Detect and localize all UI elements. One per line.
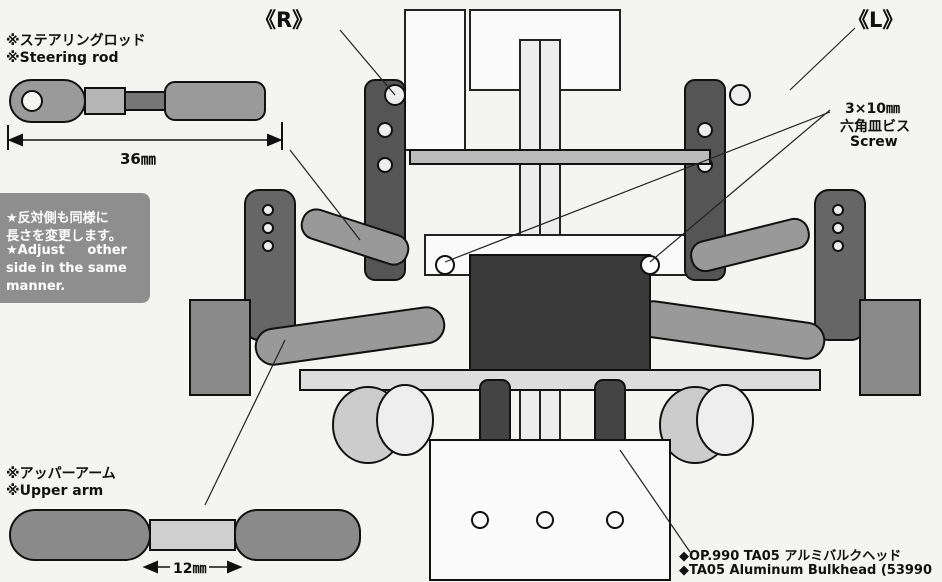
steering-rod-illustration	[7, 79, 283, 150]
screw-name-jp: 六角皿ビス	[840, 119, 910, 135]
bulkhead	[299, 254, 821, 451]
knuckle-left-side	[684, 79, 921, 396]
adjust-note-box: ★反対側も同様に 長さを変更します。 ★Adjust other side in…	[0, 193, 150, 303]
steering-rod-dimension: 36㎜	[120, 150, 156, 168]
steering-rods-installed	[300, 149, 810, 273]
screw-name-en: Screw	[850, 134, 898, 150]
knuckle-right-side	[189, 79, 406, 396]
note-line-5: manner.	[6, 279, 66, 294]
damper-stacks	[332, 384, 754, 464]
note-line-2: 長さを変更します。	[6, 229, 122, 244]
note-line-3: ★Adjust other	[6, 243, 127, 258]
steering-rod-label-en: ※Steering rod	[6, 50, 119, 66]
option-part-en: ◆TA05 Aluminum Bulkhead (53990	[679, 563, 932, 578]
note-line-1: ★反対側も同様に	[6, 211, 109, 226]
steering-rod-label-jp: ※ステアリングロッド	[6, 33, 146, 49]
left-side-label: 《L》	[848, 8, 904, 32]
leader-lines	[204, 27, 856, 553]
upper-arm-illustration	[9, 509, 361, 574]
lower-plate	[429, 439, 671, 581]
upper-arm-label-jp: ※アッパーアーム	[6, 466, 116, 482]
upper-arm-label-en: ※Upper arm	[6, 483, 104, 499]
right-side-label: 《R》	[255, 8, 314, 32]
option-part-jp: ◆OP.990 TA05 アルミバルクヘッド	[679, 549, 902, 564]
upper-arm-dimension: 12㎜	[170, 558, 210, 578]
screw-size: 3×10㎜	[845, 101, 900, 117]
note-line-4: side in the same	[6, 261, 127, 276]
